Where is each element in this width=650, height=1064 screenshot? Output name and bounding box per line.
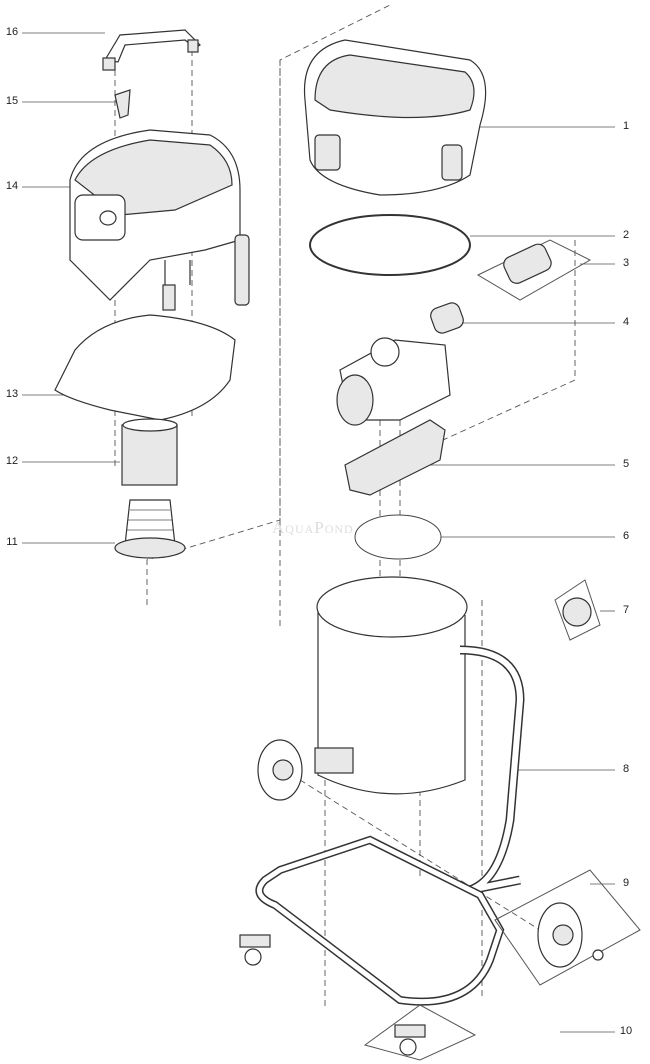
part-11-basket: [114, 499, 186, 559]
callout-12: 12: [5, 455, 19, 467]
callout-8: 8: [622, 763, 630, 775]
callout-6: 6: [622, 530, 630, 542]
assembly-lines: [114, 4, 576, 1010]
callout-14: 14: [5, 180, 19, 192]
callout-15: 15: [5, 95, 19, 107]
part-13-gasket: [54, 314, 236, 421]
callout-5: 5: [622, 458, 630, 470]
part-12-filter: [121, 418, 178, 486]
callout-7: 7: [622, 604, 630, 616]
part-5-bracket: [344, 419, 446, 496]
callout-10: 10: [619, 1025, 633, 1037]
callout-16: 16: [5, 26, 19, 38]
part-8-frame: [255, 645, 525, 1006]
part-7-valve: [554, 579, 601, 641]
callout-2: 2: [622, 229, 630, 241]
callout-9: 9: [622, 877, 630, 889]
part-15-clip: [114, 89, 131, 119]
callout-1: 1: [622, 120, 630, 132]
part-10-castor: [239, 934, 477, 1061]
callout-4: 4: [622, 316, 630, 328]
part-14-motor-head: [69, 129, 250, 311]
callout-11: 11: [6, 536, 18, 548]
part-4-coupling: [430, 302, 464, 334]
part-9-wheel: [494, 869, 641, 986]
left-wheel: [257, 739, 303, 801]
callout-13: 13: [5, 388, 19, 400]
tank: [314, 576, 468, 795]
part-16-handle: [102, 29, 201, 71]
pump-motor: [336, 337, 451, 426]
leader-lines: [22, 32, 615, 1033]
part-3-connector: [476, 239, 592, 301]
watermark: AquaPond: [272, 518, 354, 537]
part-2-o-ring: [309, 214, 471, 276]
callout-3: 3: [622, 257, 630, 269]
part-6-disc: [354, 514, 442, 560]
part-1-bin: [303, 39, 487, 196]
